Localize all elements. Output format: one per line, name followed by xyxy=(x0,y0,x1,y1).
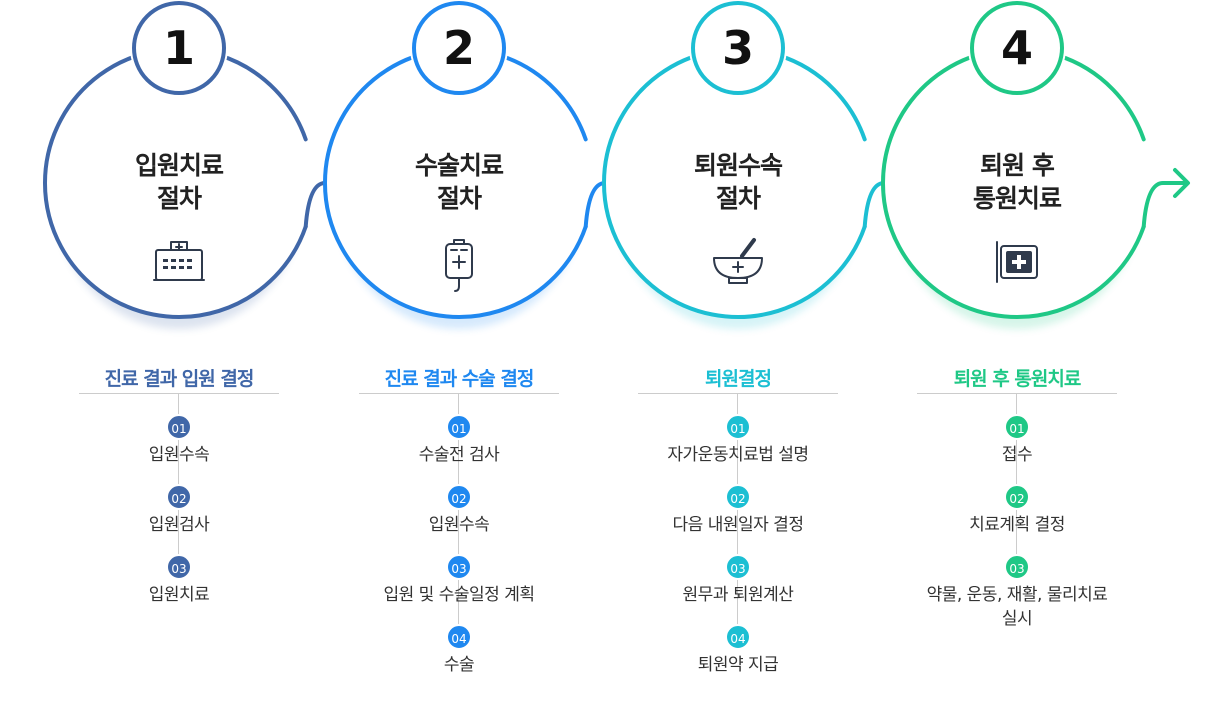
step-1-title-line-2: 절차 xyxy=(157,184,202,213)
mortar-pestle-icon xyxy=(713,238,763,284)
list-item: 02 입원수속 xyxy=(359,484,559,537)
list-item: 01 수술전 검사 xyxy=(359,414,559,467)
divider xyxy=(79,393,279,394)
list-item: 02 다음 내원일자 결정 xyxy=(638,484,838,537)
divider xyxy=(638,393,838,394)
list-item: 02 치료계획 결정 xyxy=(917,484,1117,537)
step-badge: 01 xyxy=(725,414,751,440)
list-item-text: 원무과 퇴원계산 xyxy=(682,585,794,605)
divider xyxy=(359,393,559,394)
arrow-4-icon xyxy=(1141,181,1189,229)
step-4-number-badge xyxy=(970,1,1064,95)
step-3-details: 퇴원결정 01 자가운동치료법 설명 02 다음 내원일자 결정 03 원무과 퇴원계산 04… xyxy=(638,0,838,703)
step-3-number: 3 xyxy=(722,21,754,75)
step-badge: 03 xyxy=(1004,554,1030,580)
step-badge: 01 xyxy=(1004,414,1030,440)
step-2-number: 2 xyxy=(443,21,475,75)
step-3-title-line-2: 절차 xyxy=(716,184,761,213)
connector-line xyxy=(178,394,179,558)
list-item: 01 자가운동치료법 설명 xyxy=(638,414,838,467)
list-item: 03 입원 및 수술일정 계획 xyxy=(359,554,559,607)
list-item: 02 입원검사 xyxy=(79,484,279,537)
list-item: 01 접수 xyxy=(917,414,1117,467)
arrow-4-head-icon xyxy=(1173,168,1190,198)
step-1-detail-title: 진료 결과 입원 결정 xyxy=(104,368,255,390)
step-1-number-badge xyxy=(132,1,226,95)
step-badge: 02 xyxy=(725,484,751,510)
step-4-title-line-2: 통원치료 xyxy=(973,184,1062,213)
list-item-text: 치료계획 결정 xyxy=(969,515,1065,535)
step-badge: 03 xyxy=(446,554,472,580)
list-item-text: 입원 및 수술일정 계획 xyxy=(383,585,535,605)
list-item: 04 퇴원약 지급 xyxy=(638,624,838,677)
step-2-title-line-2: 절차 xyxy=(437,184,482,213)
list-item-text: 수술 xyxy=(443,655,475,675)
list-item: 04 수술 xyxy=(359,624,559,677)
step-4-number: 4 xyxy=(1001,21,1033,75)
step-4-detail-title: 퇴원 후 통원치료 xyxy=(953,368,1082,390)
step-badge: 03 xyxy=(725,554,751,580)
step-4-details: 퇴원 후 통원치료 01 접수 02 치료계획 결정 03 약물, 운동, 재활, 물리치료… xyxy=(917,0,1117,703)
hospital-icon xyxy=(153,241,205,281)
step-badge: 01 xyxy=(446,414,472,440)
step-badge: 04 xyxy=(446,624,472,650)
step-1-number: 1 xyxy=(163,21,195,75)
connector-line xyxy=(458,394,459,628)
step-3-number-badge xyxy=(691,1,785,95)
step-1-details: 진료 결과 입원 결정 01 입원수속 02 입원검사 03 입원치료 xyxy=(79,0,279,703)
list-item-text: 입원수속 xyxy=(428,515,490,535)
list-item: 01 입원수속 xyxy=(79,414,279,467)
step-1-title-line-1: 입원치료 xyxy=(135,151,224,180)
connector-line xyxy=(737,394,738,628)
step-badge: 02 xyxy=(166,484,192,510)
list-item: 03 원무과 퇴원계산 xyxy=(638,554,838,607)
list-item: 03 입원치료 xyxy=(79,554,279,607)
step-2-detail-title: 진료 결과 수술 결정 xyxy=(384,368,535,390)
clinic-sign-icon xyxy=(996,241,1038,283)
step-2-number-badge xyxy=(412,1,506,95)
list-item-text: 수술전 검사 xyxy=(418,445,500,465)
list-item-text: 퇴원약 지급 xyxy=(697,655,779,675)
step-2-title-line-1: 수술치료 xyxy=(415,151,504,180)
divider xyxy=(917,393,1117,394)
step-badge: 04 xyxy=(725,624,751,650)
list-item-text: 자가운동치료법 설명 xyxy=(667,445,809,465)
step-3-title-line-1: 퇴원수속 xyxy=(694,151,783,180)
step-badge: 01 xyxy=(166,414,192,440)
list-item-text: 입원치료 xyxy=(148,585,210,605)
step-4-title-line-1: 퇴원 후 xyxy=(980,151,1055,180)
step-badge: 03 xyxy=(166,554,192,580)
list-item-text: 입원검사 xyxy=(148,515,210,535)
list-item-text: 접수 xyxy=(1001,445,1033,465)
step-3-detail-title: 퇴원결정 xyxy=(705,368,772,390)
list-item-text: 다음 내원일자 결정 xyxy=(672,515,804,535)
step-badge: 02 xyxy=(1004,484,1030,510)
step-badge: 02 xyxy=(446,484,472,510)
connector-line xyxy=(1016,394,1017,558)
list-item-text: 입원수속 xyxy=(148,445,210,465)
iv-bag-icon xyxy=(445,239,473,292)
